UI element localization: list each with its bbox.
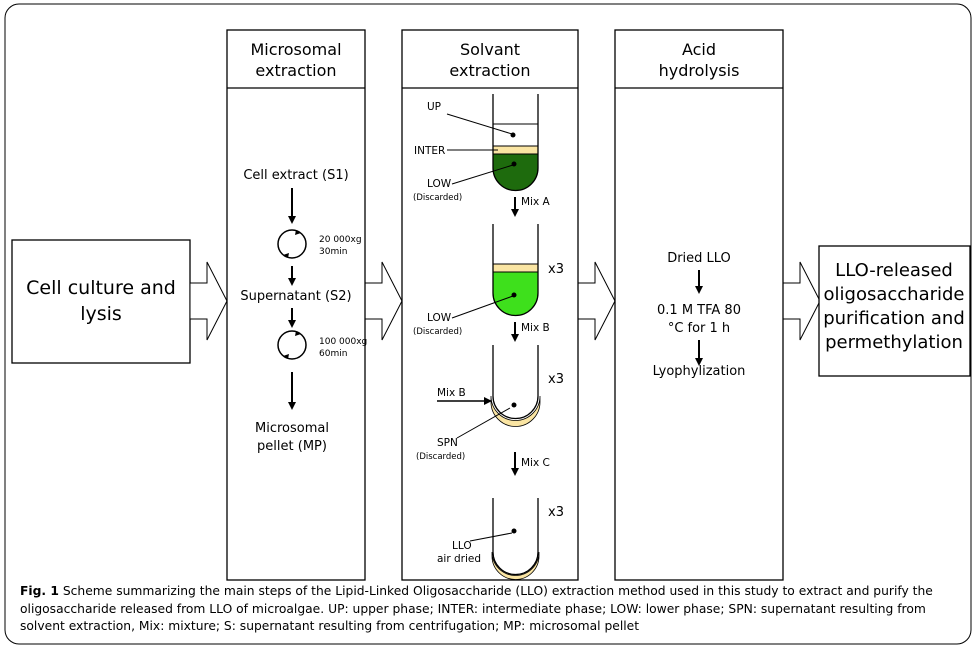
supernatant-label: Supernatant (S2) [240,289,351,304]
dried-llo-label: Dried LLO [667,251,731,266]
figure-caption: Fig. 1 Scheme summarizing the main steps… [20,583,965,636]
purification-box [818,245,971,377]
cell-culture-line1: Cell culture and [26,277,176,299]
llo-label: LLO [452,540,472,552]
tfa-line2: °C for 1 h [668,321,730,336]
x3-label-2: x3 [548,372,564,387]
acid-title-1: Acid [682,40,716,59]
up-label: UP [427,101,441,113]
spin2-time: 60min [319,349,347,359]
cell-culture-box [11,239,191,364]
mix-b-label: Mix B [521,322,550,334]
spin1-time: 30min [319,247,347,257]
microsomal-title-2: extraction [255,61,336,80]
block-arrow-4 [782,261,821,341]
discarded-3: (Discarded) [416,452,465,462]
acid-panel: Acid hydrolysis Dried LLO 0.1 M TFA 80 °… [614,29,784,581]
tube-1 [492,94,539,192]
solvent-title-1: Solvant [460,40,520,59]
microsomal-panel: Microsomal extraction Cell extract (S1) … [226,29,367,581]
spin1-speed: 20 000xg [319,235,362,245]
centrifuge-icon [277,330,307,360]
purification-line2: oligosaccharide [824,284,965,305]
cell-culture-line2: lysis [80,303,122,325]
pellet-line1: Microsomal [255,421,329,436]
cell-extract-label: Cell extract (S1) [243,168,348,183]
spn-label: SPN [437,437,458,449]
mix-a-label: Mix A [521,196,551,208]
pellet-line2: pellet (MP) [257,439,327,454]
block-arrow-1 [189,261,228,341]
block-arrow-3 [577,261,616,341]
mix-b-side-label: Mix B [437,387,466,399]
solvent-title-2: extraction [449,61,530,80]
block-arrow-2 [364,261,403,341]
caption-text: Scheme summarizing the main steps of the… [20,584,933,633]
inter-label: INTER [414,145,445,157]
solvent-panel: Solvant extraction UP INTER LOW (Discard… [401,29,579,581]
tube-4 [491,498,540,580]
purification-line3: purification and [823,308,965,329]
purification-line1: LLO-released [835,260,953,281]
discarded-2: (Discarded) [413,327,462,337]
x3-label-1: x3 [548,262,564,277]
air-dried-label: air dried [437,553,481,565]
lyophylization-label: Lyophylization [653,364,746,379]
spin2-speed: 100 000xg [319,337,367,347]
figure-frame [4,3,972,645]
mix-c-label: Mix C [521,457,550,469]
discarded-1: (Discarded) [413,193,462,203]
caption-label: Fig. 1 [20,584,59,598]
tube-3 [490,345,541,427]
centrifuge-icon [277,229,307,259]
tfa-line1: 0.1 M TFA 80 [657,303,741,318]
low-label-1: LOW [427,178,452,190]
low-label-2: LOW [427,312,452,324]
acid-title-2: hydrolysis [659,61,740,80]
purification-line4: permethylation [825,332,963,353]
microsomal-title-1: Microsomal [250,40,341,59]
x3-label-3: x3 [548,505,564,520]
